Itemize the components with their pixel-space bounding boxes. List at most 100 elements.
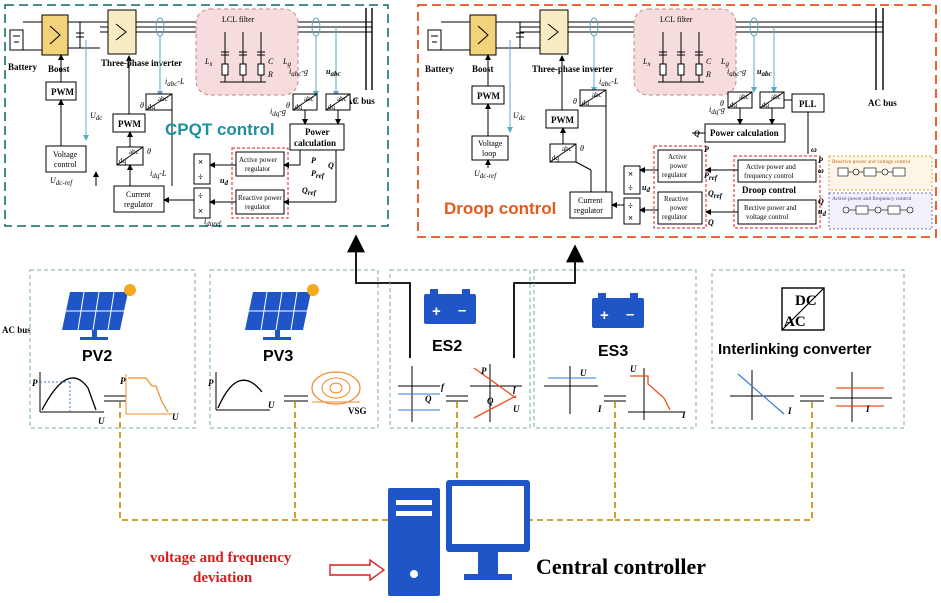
cpqt-lcl-label: LCL filter xyxy=(222,15,255,24)
cpqt-panel: AC bus Battery Boost Three-phase inverte… xyxy=(4,4,389,228)
svg-text:dq: dq xyxy=(730,101,738,109)
svg-text:Active power and: Active power and xyxy=(746,163,796,171)
svg-text:abc: abc xyxy=(304,95,314,103)
svg-text:θ: θ xyxy=(580,144,584,153)
dc-ac-converter-icon: DC AC xyxy=(781,287,825,331)
ac-bus-label: AC bus xyxy=(2,325,31,335)
cpqt-r: R xyxy=(267,70,273,79)
cpqt-iabc-g: iabc-g xyxy=(289,67,308,78)
droop-ud: ud xyxy=(642,183,650,194)
cpqt-pref: Pref xyxy=(311,169,325,180)
svg-text:Q: Q xyxy=(328,161,334,170)
svg-text:abc: abc xyxy=(739,93,749,101)
pv3-panel: PV3 P U VSG xyxy=(208,269,379,429)
svg-text:÷: ÷ xyxy=(628,183,633,193)
svg-text:+: + xyxy=(600,307,609,324)
droop-boost-label: Boost xyxy=(472,64,494,74)
svg-text:abc: abc xyxy=(562,145,572,153)
svg-text:Q: Q xyxy=(818,197,824,206)
svg-text:U: U xyxy=(630,364,637,374)
svg-text:f: f xyxy=(441,382,445,392)
pv2-pu-curve xyxy=(41,377,97,411)
svg-text:–: – xyxy=(626,306,634,323)
svg-text:AC: AC xyxy=(784,314,806,330)
svg-text:PLL: PLL xyxy=(799,99,817,109)
svg-text:Active power: Active power xyxy=(239,156,278,164)
svg-text:÷: ÷ xyxy=(198,172,203,182)
svg-text:Power: Power xyxy=(305,127,330,137)
svg-text:dq: dq xyxy=(762,101,770,109)
svg-text:Voltage: Voltage xyxy=(53,150,78,159)
svg-text:θ: θ xyxy=(573,97,577,106)
es2-label: ES2 xyxy=(432,338,462,355)
cpqt-inverter-box xyxy=(107,9,137,55)
central-controller-label: Central controller xyxy=(536,554,706,579)
svg-text:dq: dq xyxy=(119,157,127,165)
svg-text:regulator: regulator xyxy=(124,200,153,209)
computer-icon xyxy=(388,480,530,596)
cpqt-ud: ud xyxy=(220,176,228,187)
svg-text:abc: abc xyxy=(337,95,347,103)
svg-text:I: I xyxy=(865,404,870,414)
droop-apfc-detail-box xyxy=(828,192,933,230)
svg-text:regulator: regulator xyxy=(245,203,271,211)
droop-apfc-block xyxy=(737,159,817,183)
svg-text:I: I xyxy=(787,406,792,416)
droop-inverter-box xyxy=(539,9,569,55)
svg-text:U: U xyxy=(172,412,179,422)
cpqt-title: CPQT control xyxy=(165,120,275,139)
ic-droop-line xyxy=(737,373,785,415)
droop-active-power-regulator xyxy=(657,149,703,183)
cpqt-mul-div-1 xyxy=(193,153,211,185)
cpqt-voltage-control xyxy=(45,145,87,173)
cpqt-inverter-label: Three-phase inverter xyxy=(101,58,182,68)
svg-text:P: P xyxy=(311,156,316,165)
es2-panel: + – ES2 f Q P f Q U xyxy=(389,269,531,429)
svg-text:regulator: regulator xyxy=(662,213,688,221)
droop-lg: Lg xyxy=(720,57,729,68)
svg-text:R: R xyxy=(705,70,711,79)
droop-ud-2: ud xyxy=(818,207,826,218)
es2-qu-droop xyxy=(473,395,517,419)
svg-text:Reactive: Reactive xyxy=(664,195,689,203)
svg-text:×: × xyxy=(198,157,203,167)
svg-text:θ: θ xyxy=(286,101,290,110)
droop-battery-icon xyxy=(427,29,442,51)
svg-text:C: C xyxy=(706,57,712,66)
pv2-panel: PV2 P U P U xyxy=(29,269,196,429)
cpqt-boost-label: Boost xyxy=(48,64,70,74)
svg-text:dq: dq xyxy=(295,103,303,111)
svg-text:Power calculation: Power calculation xyxy=(710,128,779,138)
svg-text:Active: Active xyxy=(668,153,687,161)
ic-label: Interlinking converter xyxy=(718,341,872,358)
svg-text:Q: Q xyxy=(708,218,714,227)
svg-text:Q: Q xyxy=(425,394,432,404)
svg-text:θ: θ xyxy=(720,99,724,108)
svg-text:P: P xyxy=(32,378,38,388)
droop-pref: Pref xyxy=(704,171,718,182)
svg-text:voltage control: voltage control xyxy=(746,213,788,221)
cpqt-idq-l: idq-L xyxy=(150,169,167,180)
droop-voltage-loop xyxy=(471,135,509,161)
cpqt-iabc-l: iabc-L xyxy=(165,77,185,88)
cpqt-current-regulator xyxy=(113,185,165,213)
droop-boost-box xyxy=(469,14,497,56)
droop-regulator-group xyxy=(653,145,707,229)
svg-text:θ: θ xyxy=(140,101,144,110)
es3-panel: + – ES3 U I U I xyxy=(533,269,697,429)
droop-panel: AC bus Battery Boost Three-phase inverte… xyxy=(417,4,937,238)
droop-control-label: Droop control xyxy=(742,185,796,195)
vsg-label: VSG xyxy=(348,406,367,416)
svg-text:U: U xyxy=(513,404,520,414)
svg-text:loop: loop xyxy=(482,149,496,158)
svg-text:control: control xyxy=(54,160,77,169)
svg-text:Voltage: Voltage xyxy=(478,139,503,148)
droop-battery-label: Battery xyxy=(425,64,454,74)
svg-text:P: P xyxy=(481,366,487,376)
es2-control-links xyxy=(347,234,584,358)
es3-droop-curve xyxy=(630,375,671,411)
svg-text:DC: DC xyxy=(795,293,817,309)
svg-text:θ: θ xyxy=(353,97,357,106)
droop-lcl-label: LCL filter xyxy=(660,15,693,24)
cpqt-active-power-regulator xyxy=(235,151,285,177)
